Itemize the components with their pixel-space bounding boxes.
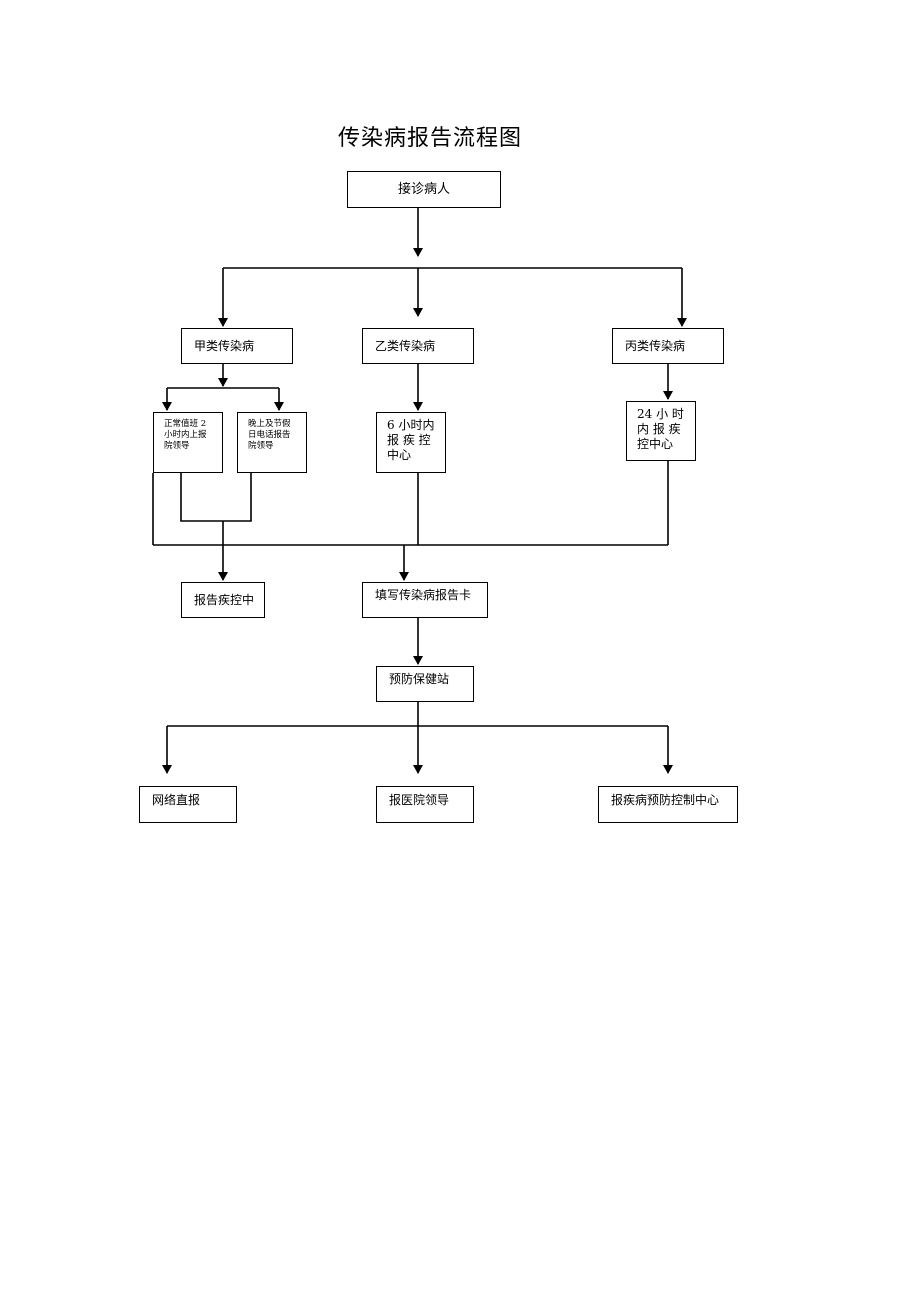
node-reception: 接诊病人 [347, 171, 501, 208]
page-title: 传染病报告流程图 [337, 126, 522, 151]
node-reception-label: 接诊病人 [397, 181, 450, 197]
node-report-cdc-label: 报告疾控中 [194, 593, 255, 607]
node-class-b-label: 乙类传染病 [375, 339, 436, 353]
node-class-a-label: 甲类传染病 [194, 339, 255, 353]
node-report-disease-center: 报疾病预防控制中心 [598, 786, 738, 823]
node-prevention-station: 预防保健站 [376, 666, 474, 702]
node-prevention-station-label: 预防保健站 [389, 672, 450, 686]
node-report-cdc: 报告疾控中 [181, 582, 265, 618]
node-online-report: 网络直报 [139, 786, 237, 823]
node-class-c-24h: 24 小 时 内 报 疾 控中心 [626, 401, 696, 461]
node-class-a: 甲类传染病 [181, 328, 293, 364]
merge-line-inner [180, 473, 252, 522]
node-report-leaders-label: 报医院领导 [389, 793, 450, 807]
node-fill-card: 填写传染病报告卡 [362, 582, 488, 618]
node-class-c-label: 丙类传染病 [625, 339, 686, 353]
node-class-b-6h: 6 小时内 报 疾 控 中心 [376, 412, 446, 473]
node-report-leaders: 报医院领导 [376, 786, 474, 823]
node-class-c: 丙类传染病 [612, 328, 724, 364]
node-class-a-night-holiday: 晚上及节假 日电话报告 院领导 [237, 412, 307, 473]
node-class-a-daytime: 正常值班 2 小时内上报 院领导 [153, 412, 223, 473]
node-fill-card-label: 填写传染病报告卡 [375, 588, 472, 602]
node-online-report-label: 网络直报 [152, 793, 201, 807]
node-class-b: 乙类传染病 [362, 328, 474, 364]
node-report-disease-center-label: 报疾病预防控制中心 [611, 793, 720, 807]
